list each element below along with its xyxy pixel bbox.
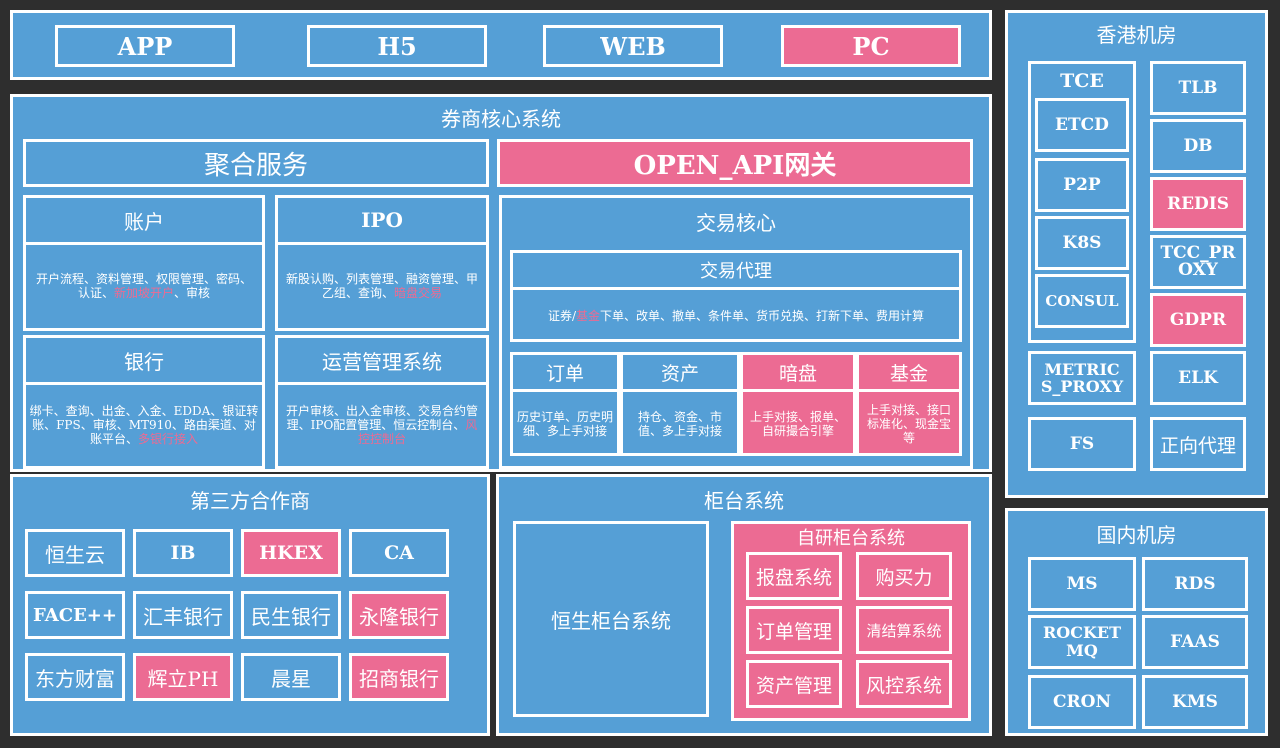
cn-datacenter-title: 国内机房 [1096,523,1177,547]
hk-item-gdpr: GDPR [1150,293,1246,347]
partner-item: FACE++ [25,591,125,639]
counter-item: 报盘系统 [746,552,842,600]
order-module: 订单 历史订单、历史明细、多上手对接 [510,352,620,456]
core-system-panel: 券商核心系统 聚合服务 OPEN_API网关 账户 开户流程、资料管理、权限管理… [10,94,992,472]
counter-title: 柜台系统 [704,489,784,513]
partners-title: 第三方合作商 [190,489,310,513]
hk-item-redis: REDIS [1150,177,1246,231]
counter-item: 资产管理 [746,660,842,708]
trade-proxy-desc: 证券/基金下单、改单、撤单、条件单、货币兑换、打新下单、费用计算 [547,309,925,323]
asset-title: 资产 [623,355,737,392]
cn-datacenter-panel: 国内机房 MS RDS ROCKET MQ FAAS CRON KMS [1005,508,1268,736]
hk-datacenter-panel: 香港机房 TCE ETCD P2P K8S CONSUL METRIC S_PR… [1005,10,1268,498]
ops-desc: 开户审核、出入金审核、交易合约管理、IPO配置管理、恒云控制台、风控控制台 [285,404,478,446]
counter-item: 购买力 [856,552,952,600]
hk-item-tlb: TLB [1150,61,1246,115]
fund-module: 基金 上手对接、接口标准化、现金宝等 [856,352,962,456]
bank-title: 银行 [26,338,262,385]
cn-item-cron: CRON [1028,675,1136,729]
partner-item: CA [349,529,449,577]
counter-item: 风控系统 [856,660,952,708]
hk-item-etcd: ETCD [1035,98,1129,152]
partner-item: 汇丰银行 [133,591,233,639]
hk-item-fs: FS [1028,417,1136,471]
dark-pool-desc: 上手对接、报单、自研撮合引擎 [749,410,846,438]
trade-proxy-module: 交易代理 证券/基金下单、改单、撤单、条件单、货币兑换、打新下单、费用计算 [510,250,962,342]
hk-item-forward-proxy: 正向代理 [1150,417,1246,471]
partner-item: HKEX [241,529,341,577]
fund-title: 基金 [859,355,959,392]
asset-module: 资产 持仓、资金、市值、多上手对接 [620,352,740,456]
counter-panel: 柜台系统 恒生柜台系统 自研柜台系统 报盘系统 购买力 订单管理 清结算系统 资… [496,474,992,736]
partner-item: 东方财富 [25,653,125,701]
trade-proxy-title: 交易代理 [513,253,959,290]
cn-item-rocketmq: ROCKET MQ [1028,615,1136,669]
tce-group: TCE ETCD P2P K8S CONSUL [1028,61,1136,343]
hk-item-db: DB [1150,119,1246,173]
trade-core-title: 交易核心 [696,210,776,235]
partner-item: 永隆银行 [349,591,449,639]
ipo-desc: 新股认购、列表管理、融资管理、甲乙组、查询、暗盘交易 [285,272,478,300]
cn-item-kms: KMS [1142,675,1248,729]
bank-desc: 绑卡、查询、出金、入金、EDDA、银证转账、FPS、审核、MT910、路由渠道、… [29,404,259,446]
hk-item-metrics-proxy: METRIC S_PROXY [1028,351,1136,405]
partner-item: 招商银行 [349,653,449,701]
ops-title: 运营管理系统 [278,338,486,385]
account-module: 账户 开户流程、资料管理、权限管理、密码、认证、新加坡开户、审核 [23,195,265,331]
ipo-title: IPO [278,198,486,245]
open-api-gateway: OPEN_API网关 [497,139,973,187]
cn-item-rds: RDS [1142,557,1248,611]
bank-module: 银行 绑卡、查询、出金、入金、EDDA、银证转账、FPS、审核、MT910、路由… [23,335,265,469]
client-app: APP [55,25,235,67]
hk-item-k8s: K8S [1035,216,1129,270]
account-desc: 开户流程、资料管理、权限管理、密码、认证、新加坡开户、审核 [35,272,252,300]
tce-title: TCE [1060,70,1104,92]
client-pc: PC [781,25,961,67]
partner-item: IB [133,529,233,577]
clients-panel: APP H5 WEB PC [10,10,992,80]
trade-core-module: 交易核心 交易代理 证券/基金下单、改单、撤单、条件单、货币兑换、打新下单、费用… [499,195,973,469]
partner-item: 晨星 [241,653,341,701]
self-counter-title: 自研柜台系统 [797,528,905,549]
core-system-title: 券商核心系统 [441,107,561,131]
hk-item-tcc-proxy: TCC_PR OXY [1150,235,1246,289]
counter-item: 订单管理 [746,606,842,654]
fund-desc: 上手对接、接口标准化、现金宝等 [866,403,951,445]
hk-item-elk: ELK [1150,351,1246,405]
ipo-module: IPO 新股认购、列表管理、融资管理、甲乙组、查询、暗盘交易 [275,195,489,331]
client-web: WEB [543,25,723,67]
counter-item: 清结算系统 [856,606,952,654]
cn-item-ms: MS [1028,557,1136,611]
account-title: 账户 [26,198,262,245]
hs-counter-system: 恒生柜台系统 [513,521,709,717]
hk-datacenter-title: 香港机房 [1096,23,1177,47]
partner-item: 恒生云 [25,529,125,577]
partners-panel: 第三方合作商 恒生云 IB HKEX CA FACE++ 汇丰银行 民生银行 永… [10,474,490,736]
dark-pool-module: 暗盘 上手对接、报单、自研撮合引擎 [740,352,856,456]
dark-pool-title: 暗盘 [743,355,853,392]
client-h5: H5 [307,25,487,67]
asset-desc: 持仓、资金、市值、多上手对接 [637,410,722,438]
ops-module: 运营管理系统 开户审核、出入金审核、交易合约管理、IPO配置管理、恒云控制台、风… [275,335,489,469]
partner-item: 辉立PH [133,653,233,701]
hk-item-p2p: P2P [1035,158,1129,212]
hk-item-consul: CONSUL [1035,274,1129,328]
order-desc: 历史订单、历史明细、多上手对接 [516,410,613,438]
self-counter-system: 自研柜台系统 报盘系统 购买力 订单管理 清结算系统 资产管理 风控系统 [731,521,971,721]
partner-item: 民生银行 [241,591,341,639]
cn-item-faas: FAAS [1142,615,1248,669]
aggregation-service: 聚合服务 [23,139,489,187]
order-title: 订单 [513,355,617,392]
